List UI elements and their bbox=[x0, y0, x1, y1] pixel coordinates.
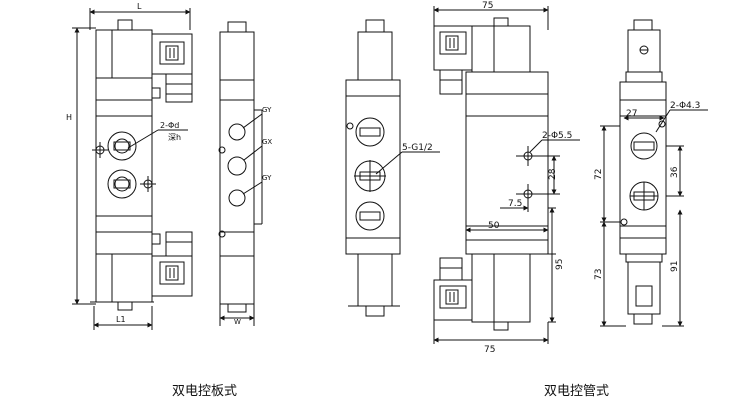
caption-plate-type: 双电控板式 bbox=[172, 384, 238, 399]
side-port-gy-top bbox=[228, 123, 246, 141]
side-body bbox=[219, 79, 255, 257]
side-port-gx bbox=[227, 156, 247, 176]
pipe-side-dim-73: 73 bbox=[594, 269, 604, 280]
pipe-side-dim-72: 72 bbox=[594, 169, 604, 180]
plate-port-lower bbox=[107, 169, 137, 199]
plate-hole-label: 2-Φd bbox=[160, 121, 179, 130]
top-connector-box bbox=[151, 33, 193, 75]
pipe-side-dim-91: 91 bbox=[670, 261, 680, 272]
pipe-mount-view bbox=[433, 6, 580, 344]
pipe-port-1 bbox=[355, 117, 385, 147]
caption-pipe-type: 双电控管式 bbox=[544, 384, 610, 399]
pipe-side-hole-label: 2-Φ4.3 bbox=[670, 101, 700, 111]
mount-bottom-75: 75 bbox=[484, 345, 495, 355]
mount-dim-7-5: 7.5 bbox=[508, 199, 522, 209]
mount-bottom-coil bbox=[471, 253, 531, 323]
plate-front-view bbox=[72, 8, 193, 330]
mount-dim-95: 95 bbox=[555, 259, 565, 270]
plate-side-view bbox=[218, 21, 263, 326]
top-solenoid-nut bbox=[117, 19, 133, 31]
side-dim-W: W bbox=[234, 318, 241, 326]
plate-valve-body bbox=[95, 77, 153, 255]
pipe-side-top-coil bbox=[627, 29, 661, 73]
pipe-top-coil bbox=[357, 31, 393, 81]
mount-dim-28: 28 bbox=[548, 168, 558, 180]
pipe-side-port-upper bbox=[630, 132, 658, 160]
side-port-label-3: GY bbox=[262, 174, 272, 182]
side-top-coil bbox=[219, 31, 255, 81]
side-port-label-2: GX bbox=[262, 138, 272, 146]
pipe-side-dim-36: 36 bbox=[670, 166, 680, 178]
plate-port-upper bbox=[107, 131, 137, 161]
mount-top-coil bbox=[471, 25, 531, 73]
pipe-valve-body bbox=[345, 79, 401, 255]
pipe-front-view bbox=[345, 19, 440, 317]
bottom-connector-box bbox=[165, 231, 193, 257]
plate-dim-H: H bbox=[66, 113, 72, 122]
mount-dim-50: 50 bbox=[488, 221, 500, 231]
mount-body bbox=[465, 71, 549, 255]
plate-dim-L: L bbox=[137, 2, 142, 11]
pipe-side-view bbox=[600, 19, 708, 327]
side-port-label-1: GY bbox=[262, 106, 272, 114]
pipe-port-label: 5-G1/2 bbox=[402, 143, 433, 153]
pipe-side-dim-27: 27 bbox=[626, 109, 637, 119]
mount-top-75: 75 bbox=[482, 1, 493, 11]
side-bottom-coil bbox=[219, 255, 255, 305]
bottom-solenoid-coil bbox=[95, 253, 153, 303]
top-solenoid-coil bbox=[95, 29, 153, 79]
plate-dim-L1: L1 bbox=[116, 315, 126, 324]
side-port-gy-bottom bbox=[228, 189, 246, 207]
pipe-side-body bbox=[619, 81, 667, 255]
plate-depth-label: 深h bbox=[168, 133, 181, 142]
pipe-port-3 bbox=[355, 201, 385, 231]
pipe-bottom-coil bbox=[357, 253, 393, 307]
mount-hole-label: 2-Φ5.5 bbox=[542, 131, 572, 141]
